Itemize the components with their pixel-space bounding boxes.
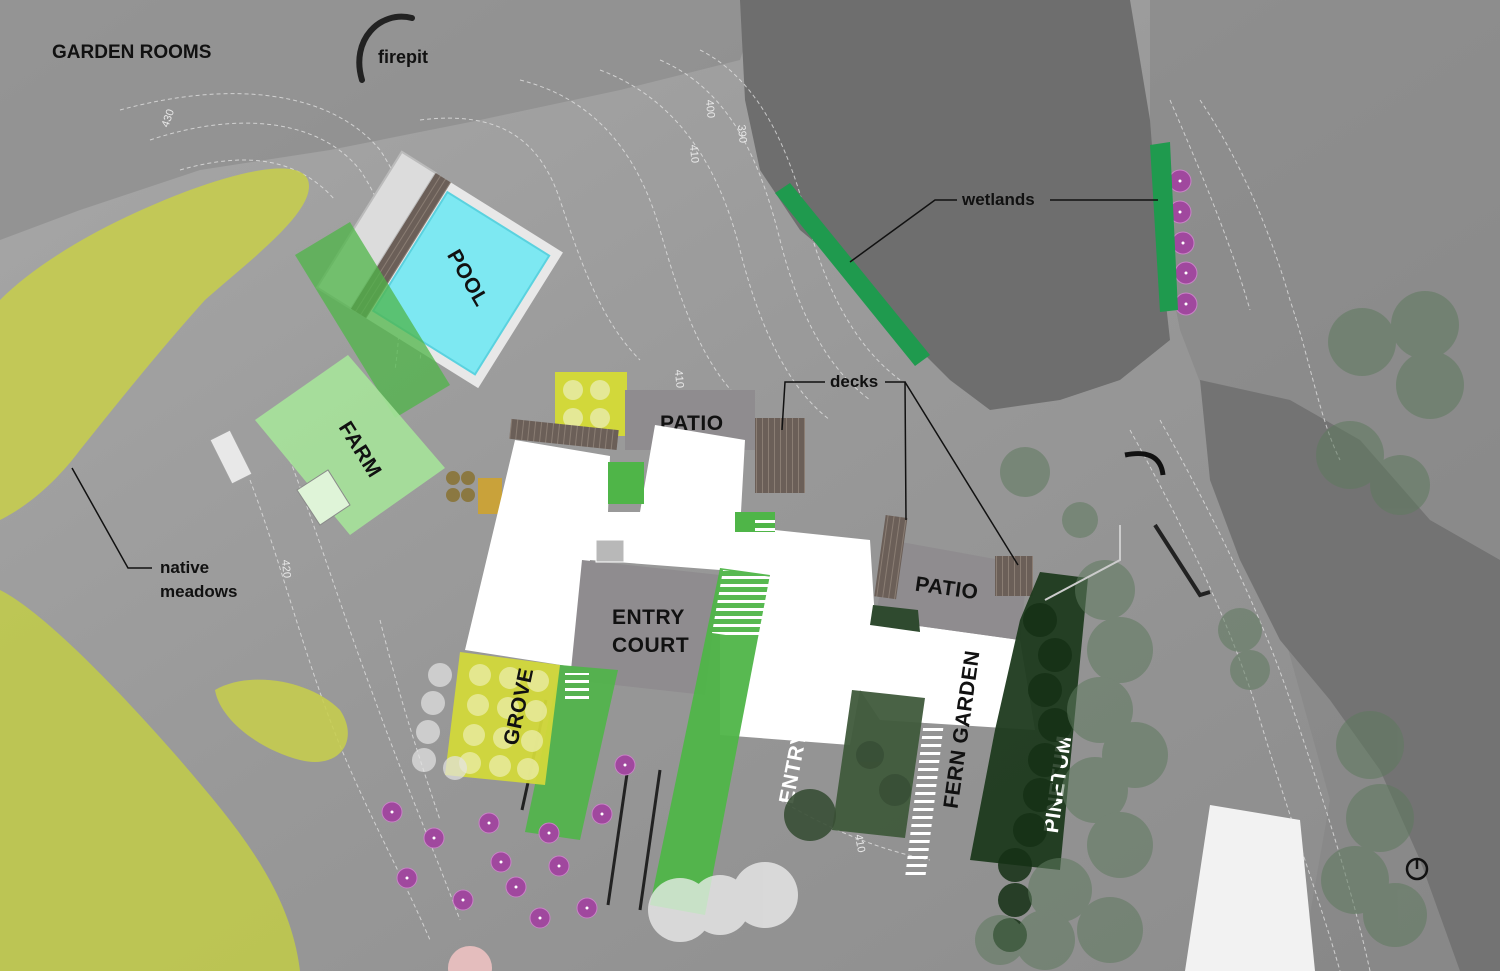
wetland-strip-west <box>775 183 930 366</box>
patio-east-planter <box>870 605 920 632</box>
wall-road-1 <box>606 759 631 906</box>
grove-north-trees <box>563 380 610 428</box>
contour-label: 390 <box>735 124 749 143</box>
south-trees-white <box>648 862 798 942</box>
wetlands-label: wetlands <box>961 190 1035 209</box>
forest-north <box>0 0 760 240</box>
farm-outbuilding <box>209 429 253 485</box>
south-east-building <box>1185 805 1315 971</box>
page-title: GARDEN ROOMS <box>52 42 211 63</box>
east-boardwalk <box>1044 525 1121 601</box>
fern-garden-path <box>905 712 945 880</box>
west-planters <box>446 471 475 502</box>
entry-lawn-steps <box>565 673 589 703</box>
south-pink-tree <box>448 946 492 971</box>
deck-west <box>509 418 619 451</box>
east-bench <box>1124 451 1166 476</box>
entry-court-label-1: ENTRY <box>612 606 685 629</box>
flowering-trees <box>381 169 1198 929</box>
pond <box>740 0 1170 410</box>
farm <box>255 355 445 535</box>
deck-east-east <box>995 556 1033 596</box>
deck-west-small <box>478 478 502 514</box>
entry-court-label-2: COURT <box>612 634 689 657</box>
decks-callout: decks <box>781 372 1019 566</box>
fern-garden-trees <box>784 741 911 841</box>
native-meadow-southwest <box>0 590 300 971</box>
grove-trees <box>459 664 549 780</box>
deck-east-west <box>874 514 908 600</box>
east-trees <box>975 291 1464 970</box>
contour-label: 400 <box>703 99 717 118</box>
decks-label: decks <box>830 372 878 391</box>
pool-lawn <box>295 222 450 418</box>
native-meadows-label-1: native <box>160 558 209 577</box>
firepit-label: firepit <box>378 47 428 67</box>
north-arrow-icon <box>1405 857 1429 881</box>
native-meadow-west <box>0 168 309 520</box>
green-court-north <box>608 462 644 504</box>
contour-label: 410 <box>852 833 867 853</box>
pool <box>371 190 551 376</box>
grove-overflow-trees <box>412 663 467 780</box>
native-meadow-center <box>215 679 348 762</box>
entry-meadows-crosswalk <box>712 570 772 640</box>
lake-east <box>1200 380 1500 971</box>
contour-label: 410 <box>672 369 686 388</box>
wall-road-2 <box>638 769 662 911</box>
native-meadows-callout: native meadows <box>71 467 237 601</box>
contour-label: 420 <box>279 559 293 578</box>
entry-lawn-strip <box>525 665 618 840</box>
farm-shed <box>296 469 351 526</box>
entry-court-steps <box>595 539 625 563</box>
wetland-strip-east <box>1150 142 1178 312</box>
deck-north-east <box>755 418 805 493</box>
native-meadows-label-2: meadows <box>160 582 237 601</box>
contour-label: 410 <box>687 144 701 163</box>
contour-label: 430 <box>160 108 178 129</box>
east-wall <box>1153 523 1211 598</box>
stair-white-middle <box>755 515 775 531</box>
entry-meadows <box>650 568 770 915</box>
wetlands-callout: wetlands <box>849 190 1158 263</box>
firepit-icon <box>356 13 415 83</box>
entry-court <box>570 560 720 695</box>
